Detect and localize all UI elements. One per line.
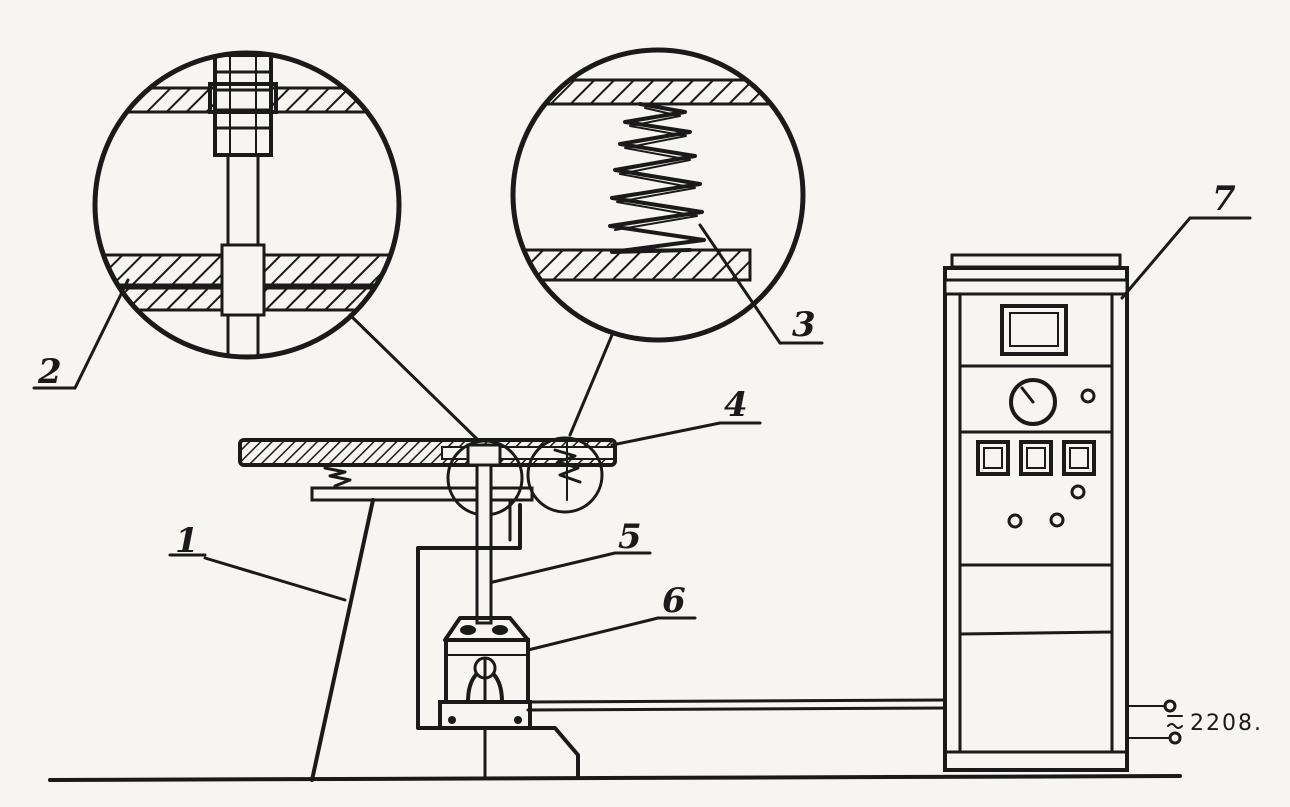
control-cabinet xyxy=(943,253,1183,772)
test-table xyxy=(238,436,617,517)
label-5: 5 xyxy=(618,517,642,557)
switch-panel xyxy=(976,440,1096,476)
label-1: 1 xyxy=(175,521,199,561)
vibrator-unit xyxy=(438,616,580,780)
voltage-label: 2208. xyxy=(1190,711,1263,736)
label-3: 3 xyxy=(792,305,816,345)
label-4: 4 xyxy=(724,385,748,425)
push-rod xyxy=(475,446,493,625)
label-6: 6 xyxy=(662,581,686,621)
detail-circle-left xyxy=(92,50,402,360)
detail-circle-right xyxy=(510,47,806,343)
label-7: 7 xyxy=(1212,179,1236,219)
support-stand xyxy=(310,498,375,782)
ground-line xyxy=(48,774,1182,782)
power-cable xyxy=(526,698,950,704)
spring xyxy=(608,102,706,254)
magnifier-ring-left xyxy=(92,50,402,360)
magnifier-ring-right xyxy=(510,47,806,343)
label-2: 2 xyxy=(37,352,62,392)
